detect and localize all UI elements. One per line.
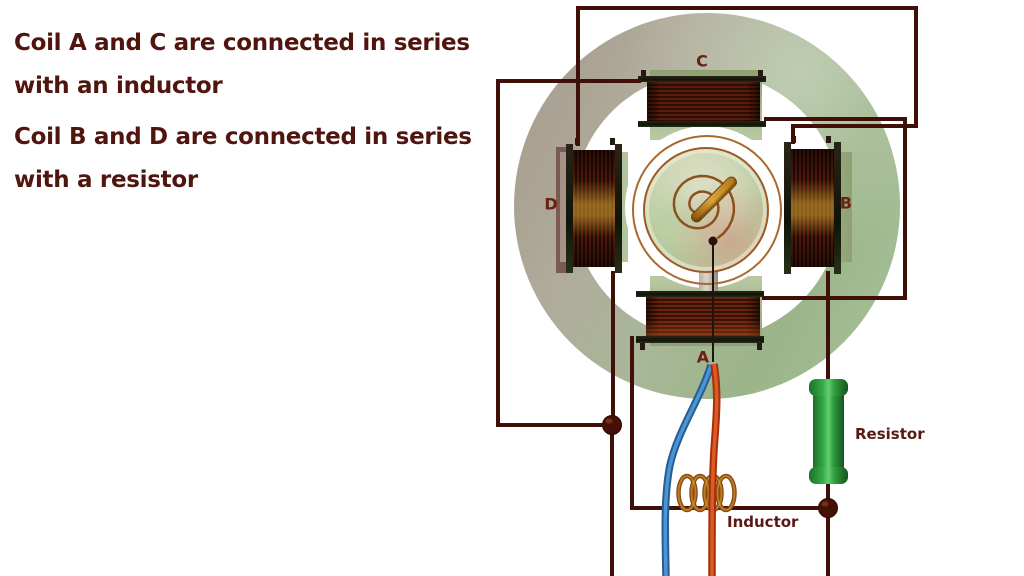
resistor-cap — [809, 467, 848, 484]
resistor-component — [813, 390, 844, 478]
junction-dot-highlight — [605, 418, 613, 424]
blue-wire — [661, 363, 715, 576]
coil-c-pin — [641, 70, 646, 77]
coil-b-bracket — [784, 142, 791, 274]
coil-a-bracket — [636, 336, 764, 343]
wire-coil-c-right-to-coil-a — [762, 117, 907, 300]
junction-dot — [818, 498, 838, 518]
wire-top-bus-d-to-b — [576, 6, 918, 146]
wire-coil-c-left-to-junction — [496, 79, 641, 427]
coil-c-bracket — [638, 76, 766, 82]
junction-dot-highlight — [821, 501, 829, 507]
coil-d-label: D — [544, 194, 558, 214]
coil-c-label: C — [696, 51, 708, 71]
coil-d — [573, 150, 615, 267]
inductor-coil-icon — [676, 473, 737, 513]
coil-b-label: B — [839, 193, 853, 213]
blue-wire-highlight — [663, 364, 713, 576]
coil-d-bracket — [615, 144, 622, 273]
coil-a — [646, 297, 760, 336]
source-wires — [661, 363, 721, 576]
orange-wire-highlight — [710, 363, 719, 576]
coil-b-pin — [826, 136, 831, 143]
coil-b — [791, 149, 834, 267]
inductor-label: Inductor — [727, 513, 799, 531]
annotation-block: Coil A and C are connected in series wit… — [14, 22, 504, 210]
resistor-label: Resistor — [855, 425, 925, 443]
wire-coil-a-to-inductor — [630, 336, 828, 510]
junction-dot — [602, 415, 622, 435]
rotor-lead-bead — [708, 236, 718, 246]
coil-c-pin — [758, 70, 763, 77]
coil-a-pin — [757, 343, 762, 350]
coil-b-bracket — [834, 142, 841, 274]
coil-a-bracket — [636, 291, 764, 297]
coil-d-bracket — [566, 144, 573, 273]
annotation-paragraph-2: Coil B and D are connected in series wit… — [14, 124, 472, 193]
coil-a-pin — [640, 343, 645, 350]
hairspring-outer-ring — [632, 135, 782, 285]
coil-a-label: A — [696, 347, 710, 367]
coil-c — [647, 82, 760, 121]
coil-d-pin — [610, 138, 615, 145]
resistor-cap — [809, 379, 848, 396]
coil-c-bracket — [638, 121, 766, 127]
annotation-paragraph-1: Coil A and C are connected in series wit… — [14, 30, 470, 99]
